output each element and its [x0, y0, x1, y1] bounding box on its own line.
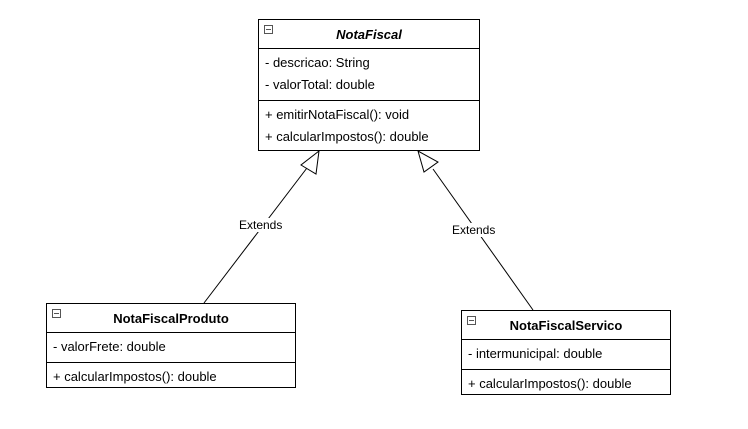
methods-section: + emitirNotaFiscal(): void + calcularImp… [259, 101, 479, 152]
method: + calcularImpostos(): double [53, 369, 217, 384]
collapse-icon[interactable] [264, 25, 273, 34]
attributes-section: - descricao: String - valorTotal: double [259, 49, 479, 101]
methods-section: + calcularImpostos(): double [47, 363, 295, 392]
extends-connector-servico[interactable] [417, 149, 534, 311]
methods-section: + calcularImpostos(): double [462, 370, 670, 399]
class-header: NotaFiscal [259, 20, 479, 49]
extends-label-servico: Extends [451, 223, 497, 237]
extends-connector-produto[interactable] [203, 149, 320, 304]
attribute: - valorFrete: double [53, 339, 166, 354]
class-nota-fiscal-servico[interactable]: NotaFiscalServico - intermunicipal: doub… [461, 310, 671, 395]
method: + calcularImpostos(): double [468, 376, 632, 391]
method: + calcularImpostos(): double [265, 129, 429, 144]
extends-label-produto: Extends [238, 218, 284, 232]
class-header: NotaFiscalServico [462, 311, 670, 340]
inheritance-arrowhead [417, 149, 439, 173]
collapse-icon[interactable] [467, 316, 476, 325]
attribute: - valorTotal: double [265, 77, 375, 92]
class-nota-fiscal-produto[interactable]: NotaFiscalProduto - valorFrete: double +… [46, 303, 296, 388]
class-name: NotaFiscal [336, 26, 402, 42]
attributes-section: - intermunicipal: double [462, 340, 670, 370]
attribute: - descricao: String [265, 55, 370, 70]
class-name: NotaFiscalProduto [113, 310, 229, 326]
class-name: NotaFiscalServico [509, 317, 623, 333]
inheritance-arrowhead [300, 149, 320, 175]
class-header: NotaFiscalProduto [47, 304, 295, 333]
attributes-section: - valorFrete: double [47, 333, 295, 363]
method: + emitirNotaFiscal(): void [265, 107, 410, 122]
attribute: - intermunicipal: double [468, 346, 603, 361]
collapse-icon[interactable] [52, 309, 61, 318]
class-nota-fiscal[interactable]: NotaFiscal - descricao: String - valorTo… [258, 19, 480, 151]
